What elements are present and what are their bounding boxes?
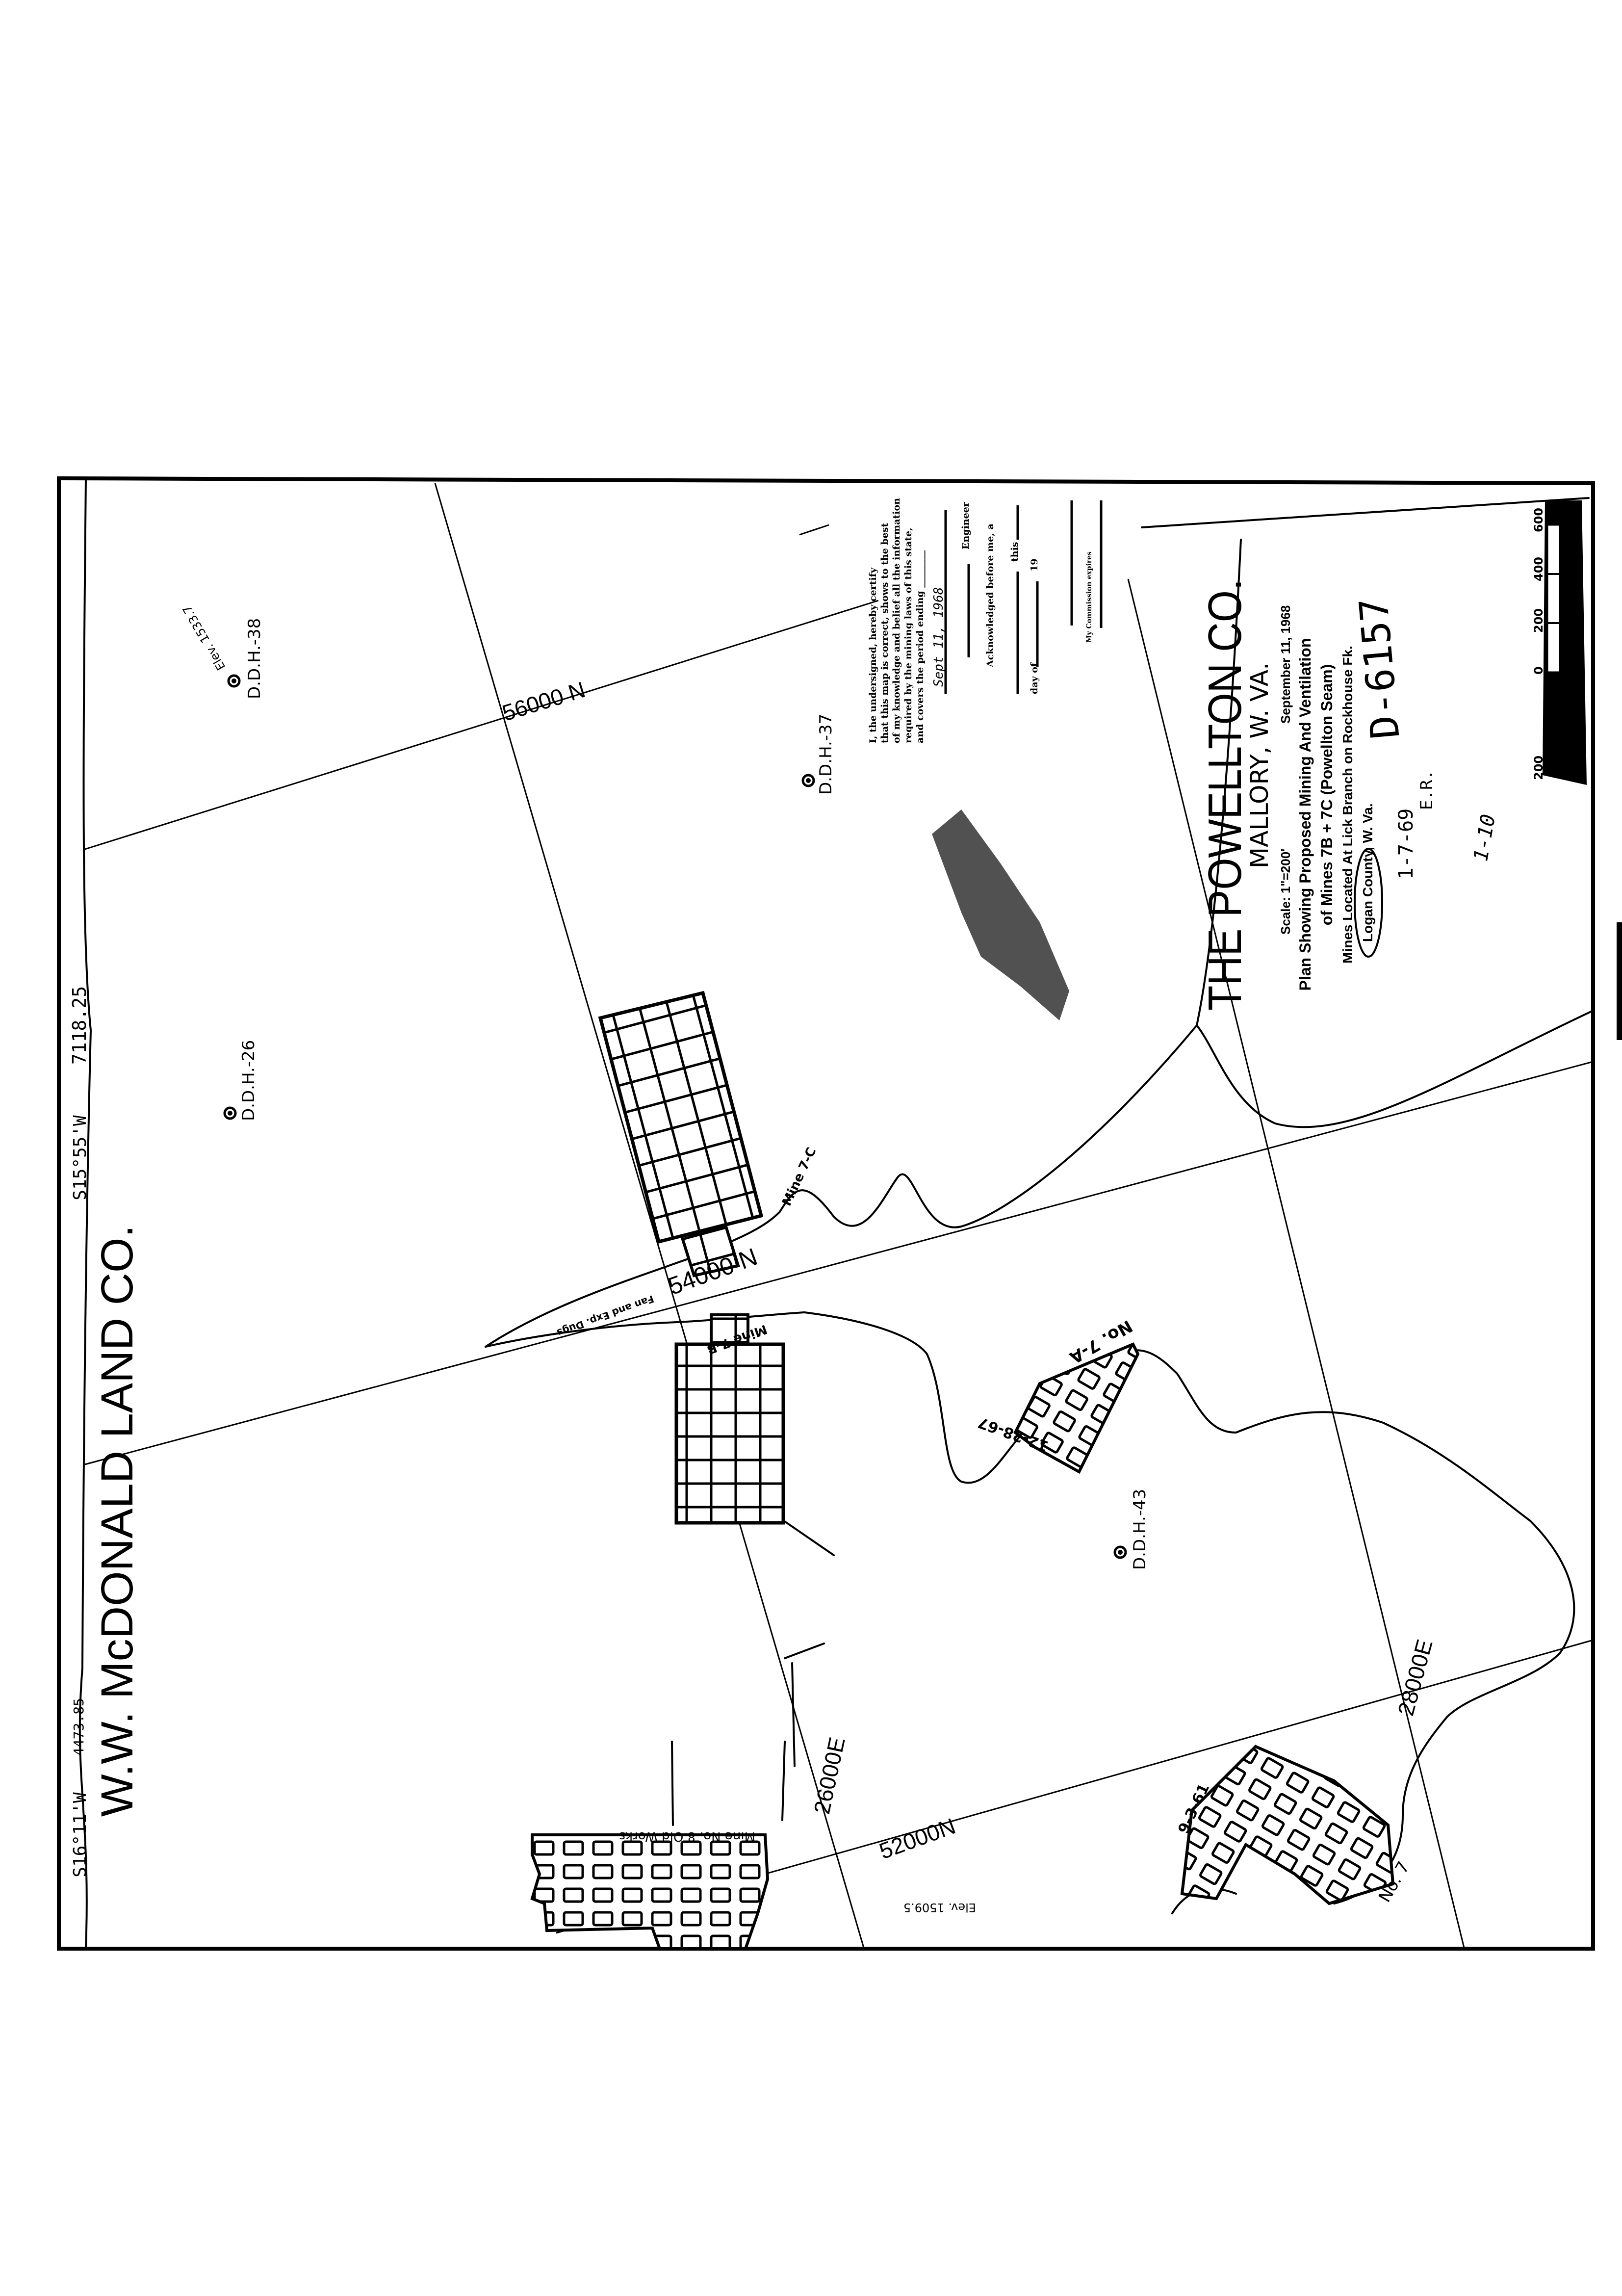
distance-1: 4473.85 — [71, 1698, 87, 1756]
plan-title-line2: of Mines 7B + 7C (Powellton Seam) — [1318, 664, 1336, 926]
company-name: THE POWELLTON CO. — [1199, 579, 1251, 1011]
label-26000e: 26000E — [809, 1735, 850, 1816]
day-of-label: day of — [1029, 662, 1040, 694]
label-28000e: 28000E — [1392, 1637, 1437, 1719]
edge-mark — [1617, 922, 1622, 1040]
scale-tick-label: 400 — [1532, 557, 1545, 581]
drill-hole-38: D.D.H.-38 Elev. 1533.7 — [180, 603, 264, 699]
scale-tick-label: 200 — [1532, 608, 1545, 633]
mine-7c-label: Mine 7-C — [779, 1145, 819, 1208]
mine-7b-workings: Mine 7-B — [674, 1313, 785, 1525]
mine-8-old-works: Mine No. 8 Old Works Elev. 1509.5 — [530, 1829, 976, 1950]
label-56000n: 56000 N — [499, 677, 589, 726]
mine-8-label: Mine No. 8 Old Works — [619, 1829, 755, 1844]
date: September 11, 1968 — [1278, 605, 1293, 724]
this-label: this — [1009, 542, 1020, 562]
scale-tick-label: 600 — [1532, 508, 1545, 532]
drill-hole-label: D.D.H.-38 — [245, 618, 264, 699]
certificate-line: of my knowledge and belief all the infor… — [891, 498, 902, 743]
certificate-line: I, the undersigned, hereby certify — [868, 567, 878, 743]
drill-hole-label: D.D.H.-37 — [816, 714, 836, 795]
scale-bar: 200 0 200 400 600 — [1532, 500, 1587, 785]
label-52000n: 52000N — [876, 1813, 959, 1864]
drill-hole-label: D.D.H.-43 — [1130, 1489, 1150, 1570]
location: MALLORY, W. VA. — [1245, 662, 1274, 868]
drawing-number: D-6157 — [1351, 596, 1409, 741]
certificate-line: and covers the period ending ________ — [915, 550, 926, 743]
scale-tick-label: 200 — [1532, 756, 1545, 780]
mine-7-workings: No. 7 9-3-61 — [1175, 1745, 1414, 1906]
revision-initials: E.R. — [1417, 770, 1437, 810]
outcrop-lines — [485, 539, 1594, 1914]
mine-7a-workings: No. 7-A 12-28-67 — [976, 1316, 1140, 1474]
certificate-line: that this map is correct, shows to the b… — [879, 523, 890, 743]
mine-8-elev: Elev. 1509.5 — [903, 1901, 976, 1914]
engineer-label: Engineer — [960, 501, 971, 549]
distance-2: 7118.25 — [69, 986, 90, 1065]
revision-date: 1-7-69 — [1395, 809, 1417, 880]
drill-hole-37: D.D.H.-37 — [801, 714, 836, 795]
acknowledged-label: Acknowledged before me, a — [985, 523, 996, 668]
drill-hole-43: D.D.H.-43 — [1113, 1489, 1150, 1570]
mines-located: Mines Located At Lick Branch on Rockhous… — [1340, 646, 1355, 964]
engineer-certificate: I, the undersigned, hereby certify that … — [868, 498, 1103, 743]
property-labels: W.W. McDONALD LAND CO. S16°11'W 4473.85 … — [69, 986, 142, 1878]
drill-hole-26: D.D.H.-26 — [223, 1040, 258, 1121]
period-ending-signature: Sept 11, 1968 — [931, 587, 946, 687]
review-note: 1-10 — [1469, 812, 1500, 863]
title-block: THE POWELLTON CO. MALLORY, W. VA. Scale:… — [1199, 579, 1500, 1011]
county-circle — [1354, 848, 1383, 958]
plan-title-line1: Plan Showing Proposed Mining And Ventila… — [1296, 638, 1314, 991]
certificate-line: required by the mining laws of this stat… — [903, 527, 914, 743]
year-label: 19 — [1029, 559, 1040, 572]
bearing-1: S16°11'W — [70, 1792, 90, 1878]
commission-label: My Commission expires — [1085, 551, 1093, 643]
drill-hole-label: D.D.H.-26 — [239, 1040, 258, 1121]
scan-smudge — [932, 809, 1069, 1020]
landowner-name: W.W. McDONALD LAND CO. — [92, 1225, 142, 1817]
county: Logan County, W. Va. — [1360, 803, 1375, 942]
drill-hole-elev: Elev. 1533.7 — [180, 603, 228, 673]
scale-text: Scale: 1"=200' — [1278, 849, 1293, 935]
map-border — [57, 476, 1622, 1951]
scale-tick-label: 0 — [1532, 666, 1545, 675]
bearing-2: S15°55'W — [70, 1115, 90, 1200]
